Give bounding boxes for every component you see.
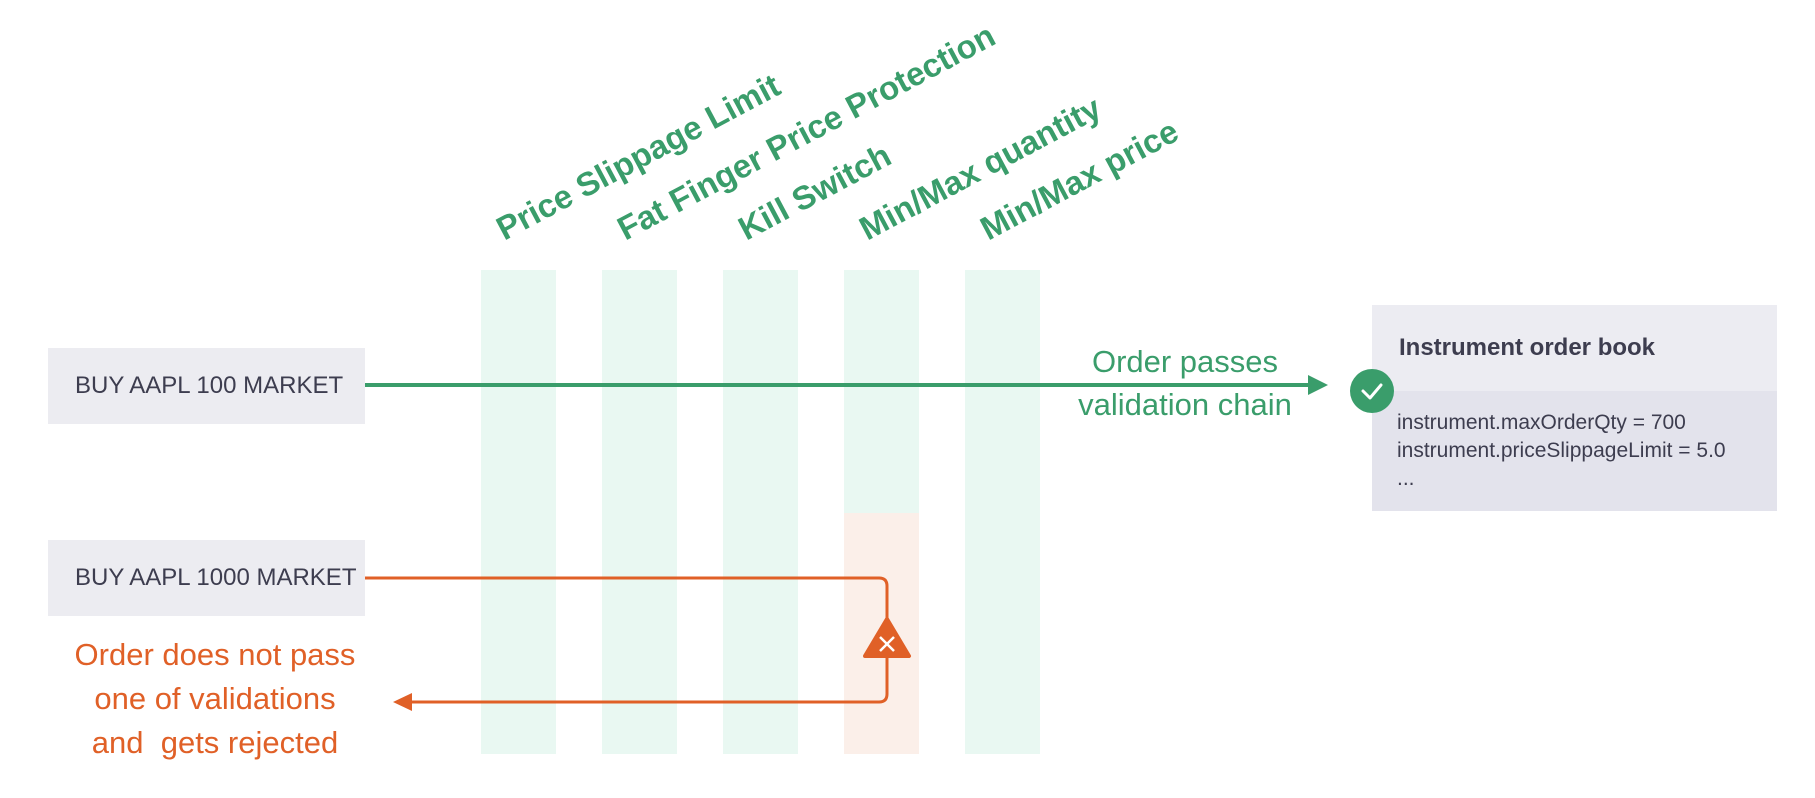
column-kill-switch: [723, 270, 798, 754]
column-fat-finger: [602, 270, 677, 754]
fail-message-line-3: and gets rejected: [91, 725, 339, 760]
fail-arrow-head: [393, 693, 412, 711]
order-pass-box: BUY AAPL 100 MARKET: [48, 348, 365, 424]
pass-arrow-head: [1308, 375, 1328, 395]
column-price-slippage: [481, 270, 556, 754]
order-fail-box: BUY AAPL 1000 MARKET: [48, 540, 365, 616]
order-book-title: Instrument order book: [1372, 305, 1777, 391]
order-book-line: instrument.maxOrderQty = 700: [1397, 411, 1686, 434]
order-book-line: ...: [1397, 467, 1415, 490]
pass-message-line-1: Order passes: [1091, 344, 1279, 379]
fail-message: Order does not pass one of validations a…: [55, 633, 375, 765]
column-min-max-price: [965, 270, 1040, 754]
pass-message: Order passes validation chain: [1060, 340, 1310, 426]
check-icon: [1350, 369, 1394, 413]
fail-message-line-1: Order does not pass: [74, 637, 356, 672]
fail-message-line-2: one of validations: [94, 681, 336, 716]
reject-x-icon: [863, 617, 911, 658]
order-book-body: instrument.maxOrderQty = 700 instrument.…: [1372, 391, 1777, 493]
order-book-line: instrument.priceSlippageLimit = 5.0: [1397, 439, 1726, 462]
instrument-order-book: Instrument order book instrument.maxOrde…: [1372, 305, 1777, 511]
column-min-max-quantity: [844, 270, 919, 513]
pass-message-line-2: validation chain: [1078, 387, 1292, 422]
